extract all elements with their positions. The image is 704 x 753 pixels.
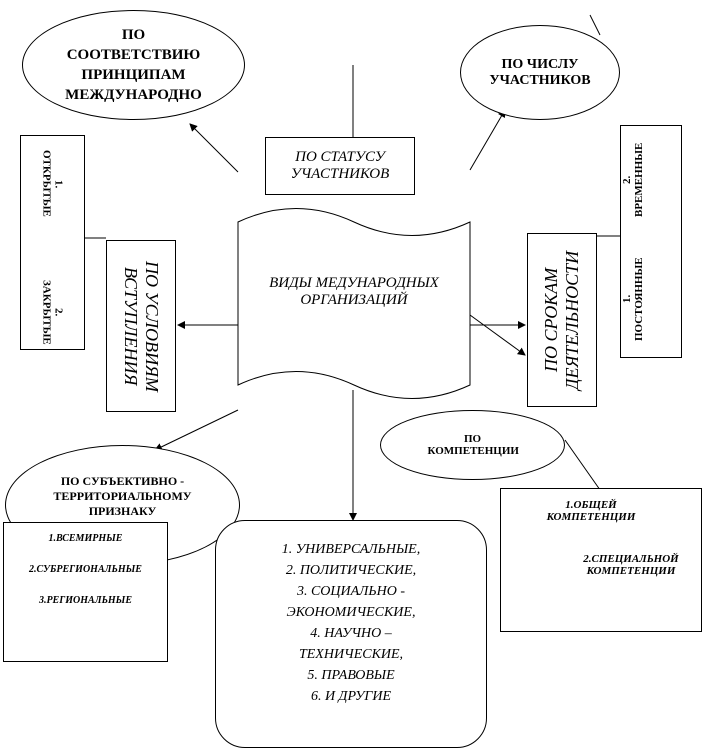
territory-item: 2.СУБРЕГИОНАЛЬНЫЕ <box>29 564 142 575</box>
tick-count <box>589 14 601 36</box>
goals-item: 6. И ДРУГИЕ <box>310 689 392 704</box>
term-label: ПО СРОКАМ ДЕЯТЕЛЬНОСТИ <box>541 250 582 390</box>
term-list-box: 1. ПОСТОЯННЫЕ 2. ВРЕМЕННЫЕ <box>620 125 682 358</box>
entry-box: ПО УСЛОВИЯМ ВСТУПЛЕНИЯ <box>106 240 176 412</box>
principles-label: ПО СООТВЕТСТВИЮ ПРИНЦИПАМ МЕЖДУНАРОДНО <box>65 27 202 103</box>
goals-item: 3. СОЦИАЛЬНО - ЭКОНОМИЧЕСКИЕ, <box>286 584 416 620</box>
connector-competence <box>564 439 606 498</box>
count-label: ПО ЧИСЛУ УЧАСТНИКОВ <box>489 56 591 88</box>
competence-ellipse: ПО КОМПЕТЕНЦИИ <box>380 410 565 480</box>
connector-count <box>469 109 506 171</box>
term-item: 2. ВРЕМЕННЫЕ <box>621 142 645 217</box>
term-item: 1. ПОСТОЯННЫЕ <box>621 257 645 341</box>
entry-list-box: 1. ОТКРЫТЫЕ 2. ЗАКРЫТЫЕ <box>20 135 85 350</box>
center-title: ВИДЫ МЕДУНАРОДНЫХ ОРГАНИЗАЦИЙ <box>269 275 439 308</box>
competence-list-box: 1.ОБЩЕЙ КОМПЕТЕНЦИИ 2.СПЕЦИАЛЬНОЙ КОМПЕТ… <box>500 488 702 632</box>
connector-term-2 <box>469 314 526 356</box>
competence-label: ПО КОМПЕТЕНЦИИ <box>427 433 519 457</box>
territory-label: ПО СУБЪЕКТИВНО - ТЕРРИТОРИАЛЬНОМУ ПРИЗНА… <box>53 474 192 518</box>
competence-item: 1.ОБЩЕЙ КОМПЕТЕНЦИИ <box>546 499 636 523</box>
status-label: ПО СТАТУСУ УЧАСТНИКОВ <box>290 149 390 182</box>
principles-ellipse: ПО СООТВЕТСТВИЮ ПРИНЦИПАМ МЕЖДУНАРОДНО <box>22 10 245 120</box>
goals-item: 1. УНИВЕРСАЛЬНЫЕ, <box>281 542 421 557</box>
entry-label: ПО УСЛОВИЯМ ВСТУПЛЕНИЯ <box>121 260 162 392</box>
connector-territory <box>154 409 239 451</box>
term-box: ПО СРОКАМ ДЕЯТЕЛЬНОСТИ <box>527 233 597 407</box>
goals-item: 2. ПОЛИТИЧЕСКИЕ, <box>285 563 417 578</box>
status-box: ПО СТАТУСУ УЧАСТНИКОВ <box>265 137 415 195</box>
goals-item: 5. ПРАВОВЫЕ <box>307 668 395 683</box>
territory-item: 1.ВСЕМИРНЫЕ <box>48 533 123 544</box>
goals-box: 1. УНИВЕРСАЛЬНЫЕ, 2. ПОЛИТИЧЕСКИЕ, 3. СО… <box>215 520 487 748</box>
connector-principles <box>189 123 239 173</box>
territory-item: 3.РЕГИОНАЛЬНЫЕ <box>38 595 133 606</box>
entry-item: 1. ОТКРЫТЫЕ <box>40 150 65 218</box>
entry-item: 2. ЗАКРЫТЫЕ <box>40 279 65 345</box>
count-ellipse: ПО ЧИСЛУ УЧАСТНИКОВ <box>460 25 620 120</box>
competence-item: 2.СПЕЦИАЛЬНОЙ КОМПЕТЕНЦИИ <box>583 553 679 577</box>
goals-item: 4. НАУЧНО – ТЕХНИЧЕСКИЕ, <box>298 626 404 662</box>
territory-list-box: 1.ВСЕМИРНЫЕ 2.СУБРЕГИОНАЛЬНЫЕ 3.РЕГИОНАЛ… <box>3 522 168 662</box>
